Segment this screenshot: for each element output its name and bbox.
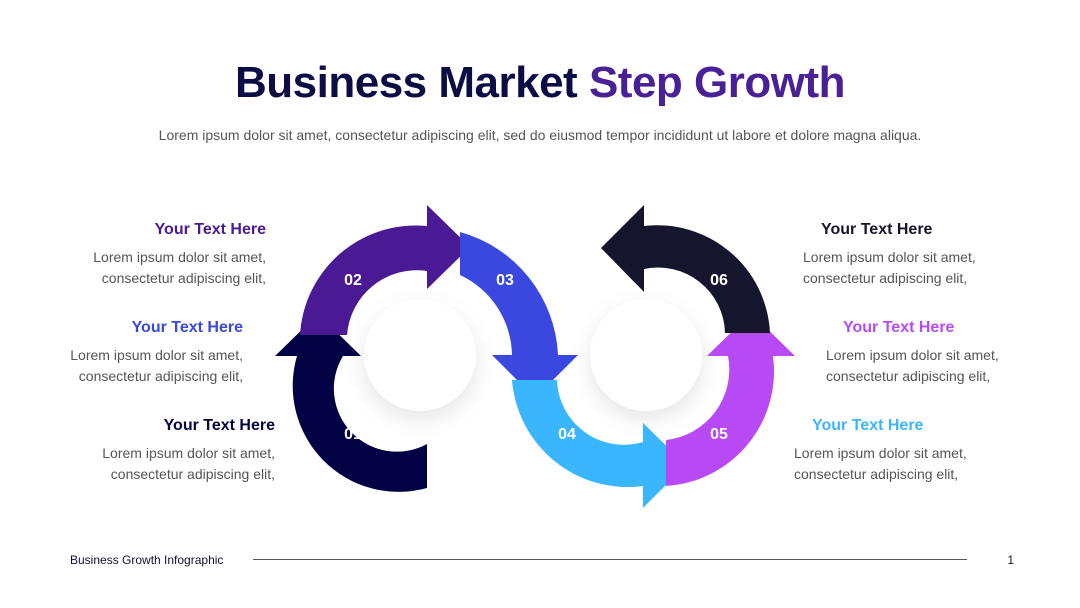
page-number: 1 bbox=[1007, 553, 1014, 567]
step-heading-05: Your Text Here bbox=[843, 319, 955, 336]
title-part-1: Business Market bbox=[235, 58, 578, 107]
step-body-04-line-1: Lorem ipsum dolor sit amet, bbox=[794, 445, 967, 461]
step-block-06: Your Text Here Lorem ipsum dolor sit ame… bbox=[803, 221, 1063, 289]
step-body-05-line-2: consectetur adipiscing elit, bbox=[826, 368, 991, 384]
step-body-03-line-1: Lorem ipsum dolor sit amet, bbox=[70, 347, 243, 363]
step-body-06-line-1: Lorem ipsum dolor sit amet, bbox=[803, 249, 976, 265]
arrow-segment-06 bbox=[601, 205, 770, 333]
step-heading-02: Your Text Here bbox=[154, 221, 266, 238]
step-number-03: 03 bbox=[496, 272, 514, 289]
arrow-segment-03 bbox=[460, 232, 578, 398]
step-number-01: 01 bbox=[344, 426, 362, 443]
step-body-06-line-2: consectetur adipiscing elit, bbox=[803, 270, 968, 286]
step-heading-06: Your Text Here bbox=[821, 221, 933, 238]
left-loop-center bbox=[364, 299, 476, 411]
step-number-02: 02 bbox=[344, 272, 362, 289]
step-heading-01: Your Text Here bbox=[163, 417, 275, 434]
step-heading-04: Your Text Here bbox=[812, 417, 924, 434]
step-body-01-line-1: Lorem ipsum dolor sit amet, bbox=[102, 445, 275, 461]
page-title: Business Market Step Growth bbox=[0, 58, 1080, 108]
step-block-01: Your Text Here Lorem ipsum dolor sit ame… bbox=[15, 417, 275, 485]
step-block-04: Your Text Here Lorem ipsum dolor sit ame… bbox=[794, 417, 1054, 485]
step-block-02: Your Text Here Lorem ipsum dolor sit ame… bbox=[6, 221, 266, 289]
step-block-03: Your Text Here Lorem ipsum dolor sit ame… bbox=[0, 319, 243, 387]
step-body-04-line-2: consectetur adipiscing elit, bbox=[794, 466, 959, 482]
step-body-02-line-1: Lorem ipsum dolor sit amet, bbox=[93, 249, 266, 265]
step-block-05: Your Text Here Lorem ipsum dolor sit ame… bbox=[826, 319, 1080, 387]
arrow-segment-02 bbox=[300, 205, 470, 335]
footer-label: Business Growth Infographic bbox=[70, 553, 224, 567]
arrow-segment-01 bbox=[275, 314, 427, 492]
step-number-06: 06 bbox=[710, 272, 728, 289]
footer-divider bbox=[253, 559, 967, 560]
step-heading-03: Your Text Here bbox=[131, 319, 243, 336]
arrow-segment-04 bbox=[512, 380, 686, 508]
right-loop-center bbox=[590, 299, 702, 411]
page-subtitle: Lorem ipsum dolor sit amet, consectetur … bbox=[158, 127, 922, 143]
step-body-03-line-2: consectetur adipiscing elit, bbox=[78, 368, 243, 384]
step-body-02-line-2: consectetur adipiscing elit, bbox=[101, 270, 266, 286]
step-body-05-line-1: Lorem ipsum dolor sit amet, bbox=[826, 347, 999, 363]
title-part-2: Step Growth bbox=[588, 58, 846, 107]
step-number-04: 04 bbox=[558, 426, 576, 443]
step-body-01-line-2: consectetur adipiscing elit, bbox=[110, 466, 275, 482]
step-number-05: 05 bbox=[710, 426, 728, 443]
arrow-segment-05 bbox=[666, 313, 795, 486]
